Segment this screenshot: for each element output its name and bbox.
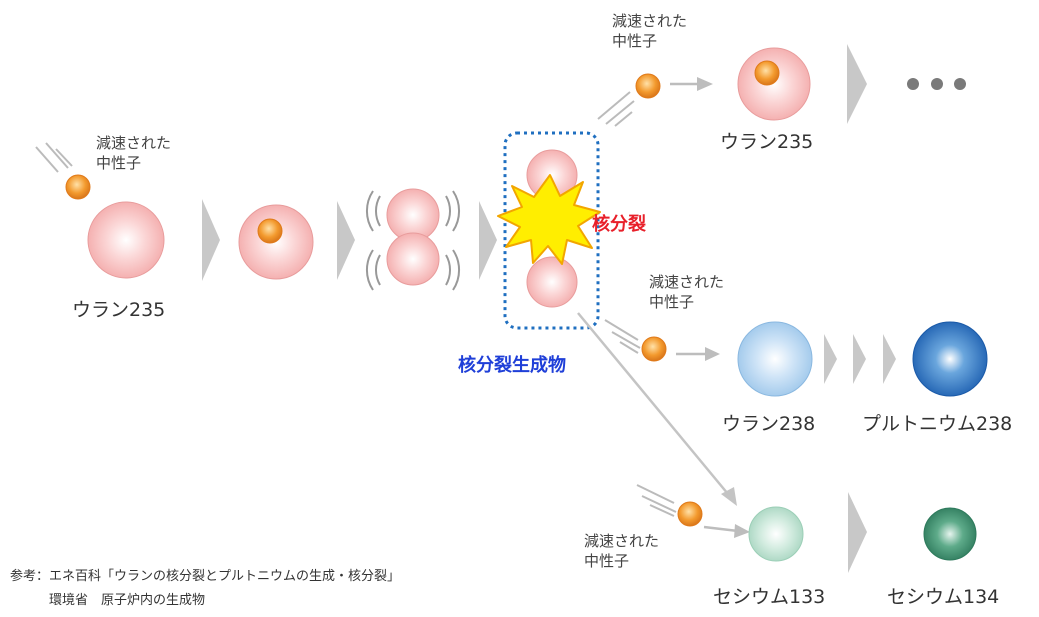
vibration-lines: [366, 190, 460, 291]
arrow-neutron-mid: [676, 347, 720, 361]
uranium238-nucleus: [737, 321, 813, 397]
compound-nucleus: [238, 204, 314, 280]
arrow-decay-3: [883, 334, 896, 384]
arrow-cesium: [848, 492, 867, 573]
uranium235-nucleus-left: [87, 201, 165, 279]
motion-lines-left: [35, 142, 73, 173]
neutron-left: [65, 174, 91, 200]
arrow-2: [337, 201, 355, 280]
uranium235-label-left: ウラン235: [72, 299, 166, 321]
cesium133-label: セシウム133: [713, 586, 826, 608]
plutonium238-label: プルトニウム238: [862, 413, 1013, 435]
neutron-mid: [641, 336, 667, 362]
reference-line-2: 環境省 原子炉内の生成物: [10, 593, 206, 608]
uranium235-label-right: ウラン235: [720, 131, 814, 153]
neutron-label-left: 減速された 中性子: [96, 134, 172, 172]
fission-products-box: [503, 131, 600, 330]
motion-lines-top: [597, 91, 635, 127]
fission-label: 核分裂: [592, 214, 646, 235]
deforming-nucleus-bottom: [386, 232, 440, 286]
fission-products-label: 核分裂生成物: [458, 355, 566, 376]
uranium235-nucleus-right: [737, 47, 811, 121]
neutron-label-mid: 減速された 中性子: [649, 273, 725, 311]
neutron-top: [635, 73, 661, 99]
arrow-1: [202, 199, 220, 281]
reference-line-1: 参考：エネ百科「ウランの核分裂とプルトニウムの生成・核分裂」: [10, 569, 401, 584]
arrow-decay-1: [824, 334, 837, 384]
neutron-label-bottom: 減速された 中性子: [584, 532, 660, 570]
plutonium238-nucleus: [912, 321, 988, 397]
absorbed-neutron: [257, 218, 283, 244]
cesium133-nucleus: [748, 506, 804, 562]
arrow-chain: [847, 44, 867, 124]
fission-fragment-bottom: [526, 256, 578, 308]
arrow-neutron-bottom: [703, 524, 750, 538]
neutron-bottom: [677, 501, 703, 527]
neutron-label-top: 減速された 中性子: [612, 12, 688, 50]
arrow-decay-2: [853, 334, 866, 384]
arrow-to-cesium: [577, 312, 737, 506]
uranium238-label: ウラン238: [722, 413, 816, 435]
ellipsis-dots: [907, 78, 966, 90]
motion-lines-bottom: [636, 484, 677, 517]
cesium134-nucleus: [923, 507, 977, 561]
fission-burst-icon: [497, 174, 601, 265]
arrow-neutron-top: [670, 77, 713, 91]
motion-lines-mid: [604, 319, 641, 354]
arrow-3: [479, 201, 497, 280]
cesium134-label: セシウム134: [887, 586, 1000, 608]
neutron-absorbed-right: [754, 60, 780, 86]
